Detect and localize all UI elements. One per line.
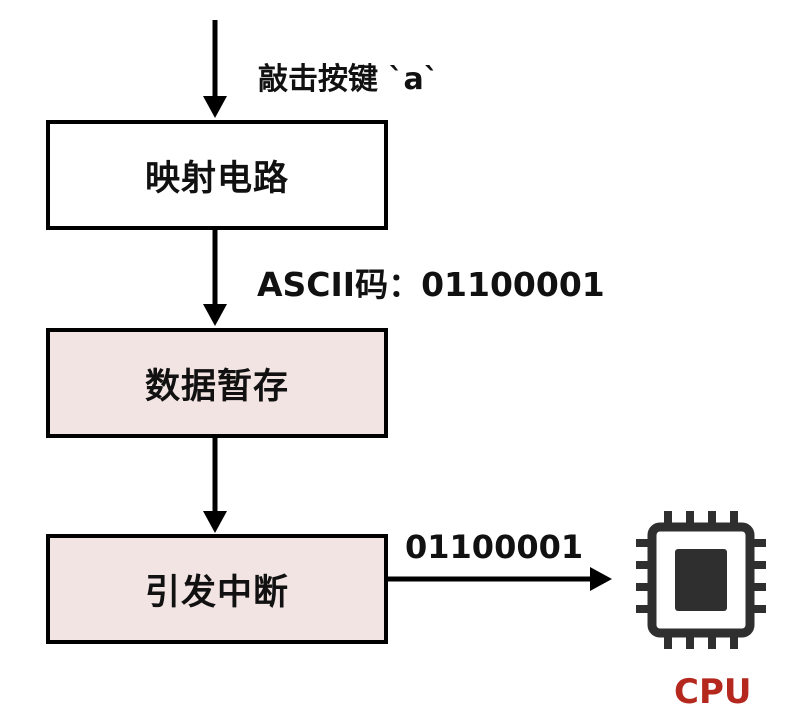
arrow-keypress-to-mapping [203,20,227,118]
interrupt-box: 引发中断 [46,534,388,644]
arrow-buffer-to-interrupt [203,436,227,533]
mapping-circuit-label: 映射电路 [144,158,289,199]
arrow-mapping-to-buffer [203,228,227,326]
mapping-circuit-box: 映射电路 [46,120,388,230]
cpu-label: CPU [674,672,752,712]
binary-value-label: 01100001 [405,528,584,566]
ascii-code-label: ASCII码：01100001 [257,265,605,304]
arrow-interrupt-to-cpu [388,567,612,591]
interrupt-label: 引发中断 [144,572,289,613]
keypress-label: 敲击按键 `a` [258,62,439,97]
cpu-chip-icon [636,511,766,649]
data-buffer-label: 数据暂存 [144,366,289,407]
data-buffer-box: 数据暂存 [46,328,388,438]
